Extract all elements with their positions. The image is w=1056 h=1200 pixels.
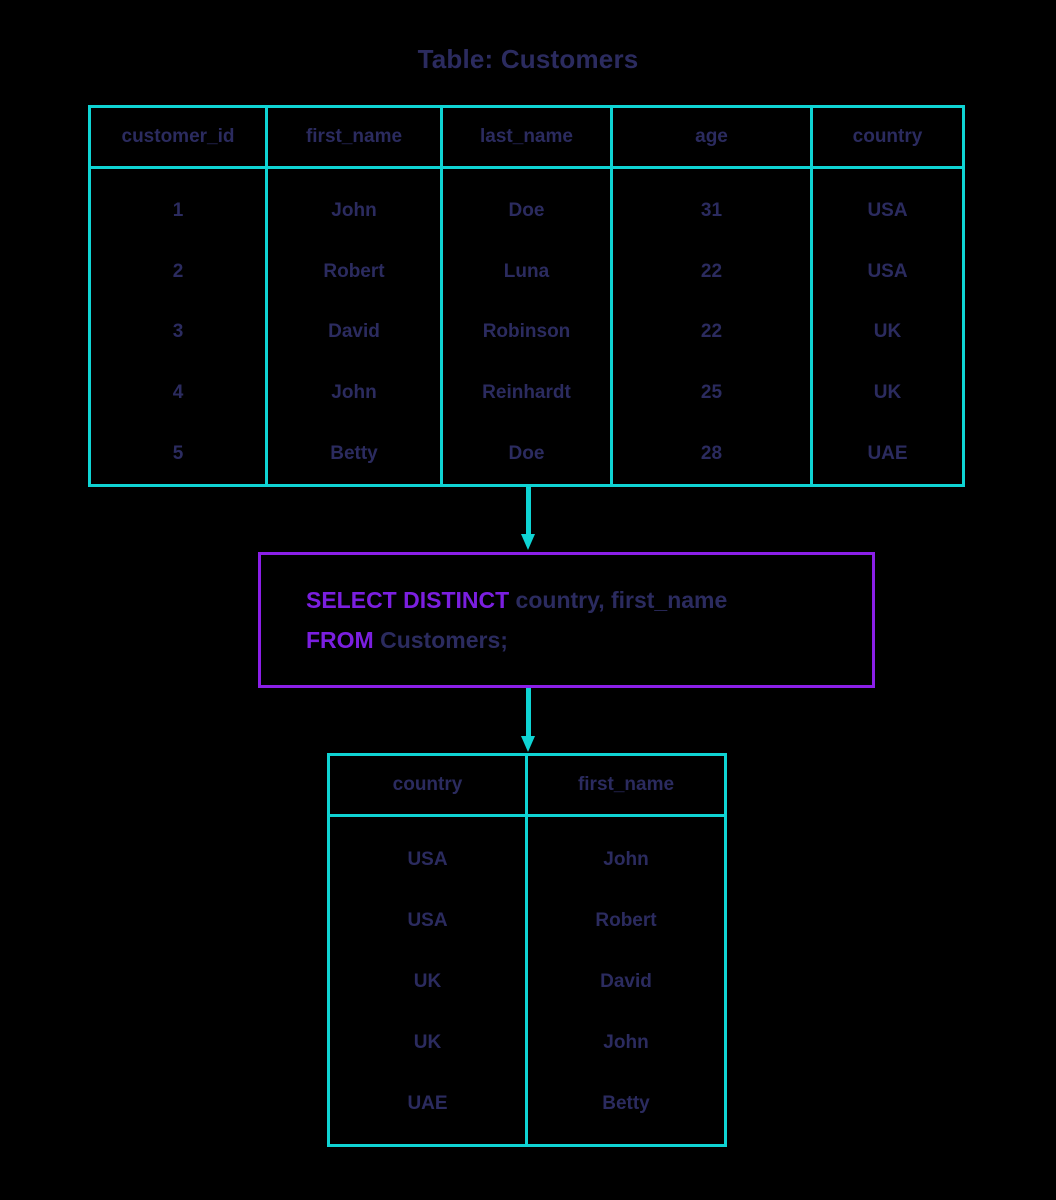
table-cell: John <box>603 848 649 870</box>
table-cell: UAE <box>867 442 908 464</box>
result-column-first-name: John Robert David John Betty <box>528 817 724 1145</box>
table-cell: 5 <box>172 442 184 464</box>
source-column-last-name: Doe Luna Robinson Reinhardt Doe <box>443 169 613 484</box>
source-column-header-last-name: last_name <box>443 108 613 166</box>
result-table-body: USA USA UK UK UAE John Robert David John… <box>330 817 724 1145</box>
table-cell: 25 <box>700 382 723 404</box>
table-cell: 28 <box>700 442 723 464</box>
table-cell: Reinhardt <box>482 382 571 404</box>
source-table: customer_id first_name last_name age cou… <box>88 105 965 487</box>
arrow-down-icon-to-result <box>521 688 535 754</box>
result-column-country: USA USA UK UK UAE <box>330 817 528 1145</box>
table-cell: 22 <box>700 321 723 343</box>
sql-keyword-select-distinct: SELECT DISTINCT <box>306 587 510 613</box>
sql-query-line-2: FROM Customers; <box>306 620 872 660</box>
table-cell: Robert <box>595 909 657 931</box>
table-cell: Betty <box>330 442 378 464</box>
source-column-age: 31 22 22 25 28 <box>613 169 813 484</box>
table-cell: John <box>603 1031 649 1053</box>
table-cell: Doe <box>508 442 545 464</box>
source-column-first-name: John Robert David John Betty <box>268 169 443 484</box>
table-cell: UK <box>413 970 442 992</box>
sql-keyword-from: FROM <box>306 627 374 653</box>
sql-columns-list: country, first_name <box>509 587 728 613</box>
table-cell: John <box>331 382 377 404</box>
result-column-header-country: country <box>330 756 528 814</box>
source-column-header-age: age <box>613 108 813 166</box>
result-column-header-first-name: first_name <box>577 774 675 795</box>
table-cell: USA <box>867 200 908 222</box>
table-cell: John <box>331 200 377 222</box>
sql-table-reference: Customers; <box>373 627 508 653</box>
source-table-body: 1 2 3 4 5 John Robert David John Betty D… <box>91 169 962 484</box>
arrow-head <box>521 534 535 550</box>
page-title: Table: Customers <box>417 44 639 74</box>
table-cell: 31 <box>700 200 723 222</box>
table-cell: Doe <box>508 200 545 222</box>
arrow-shaft <box>526 688 531 738</box>
source-table-header-row: customer_id first_name last_name age cou… <box>91 108 962 169</box>
table-cell: UK <box>873 382 902 404</box>
table-cell: 1 <box>172 200 184 222</box>
table-cell: 4 <box>172 382 184 404</box>
table-cell: Betty <box>602 1092 650 1114</box>
source-column-header-first-name: first_name <box>268 108 443 166</box>
table-cell: David <box>328 321 380 343</box>
table-cell: USA <box>867 260 908 282</box>
table-cell: USA <box>407 909 448 931</box>
arrow-head <box>521 736 535 752</box>
source-column-header-customer-id: customer_id <box>91 108 268 166</box>
source-column-header-country: country <box>852 126 923 147</box>
table-cell: 2 <box>172 260 184 282</box>
table-cell: UK <box>413 1031 442 1053</box>
result-table-header-row: country first_name <box>330 756 724 817</box>
result-table: country first_name USA USA UK UK UAE Joh… <box>327 753 727 1147</box>
table-cell: Luna <box>503 260 550 282</box>
table-cell: UAE <box>407 1092 448 1114</box>
table-cell: 3 <box>172 321 184 343</box>
table-cell: Robinson <box>482 321 571 343</box>
table-cell: USA <box>407 848 448 870</box>
sql-query-box: SELECT DISTINCT country, first_name FROM… <box>258 552 875 688</box>
arrow-shaft <box>526 486 531 536</box>
table-cell: 22 <box>700 260 723 282</box>
arrow-down-icon-to-query <box>521 486 535 552</box>
table-cell: UK <box>873 321 902 343</box>
source-column-country: USA USA UK UK UAE <box>813 169 962 484</box>
table-cell: Robert <box>323 260 385 282</box>
sql-query-line-1: SELECT DISTINCT country, first_name <box>306 580 872 620</box>
source-column-customer-id: 1 2 3 4 5 <box>91 169 268 484</box>
table-cell: David <box>600 970 652 992</box>
